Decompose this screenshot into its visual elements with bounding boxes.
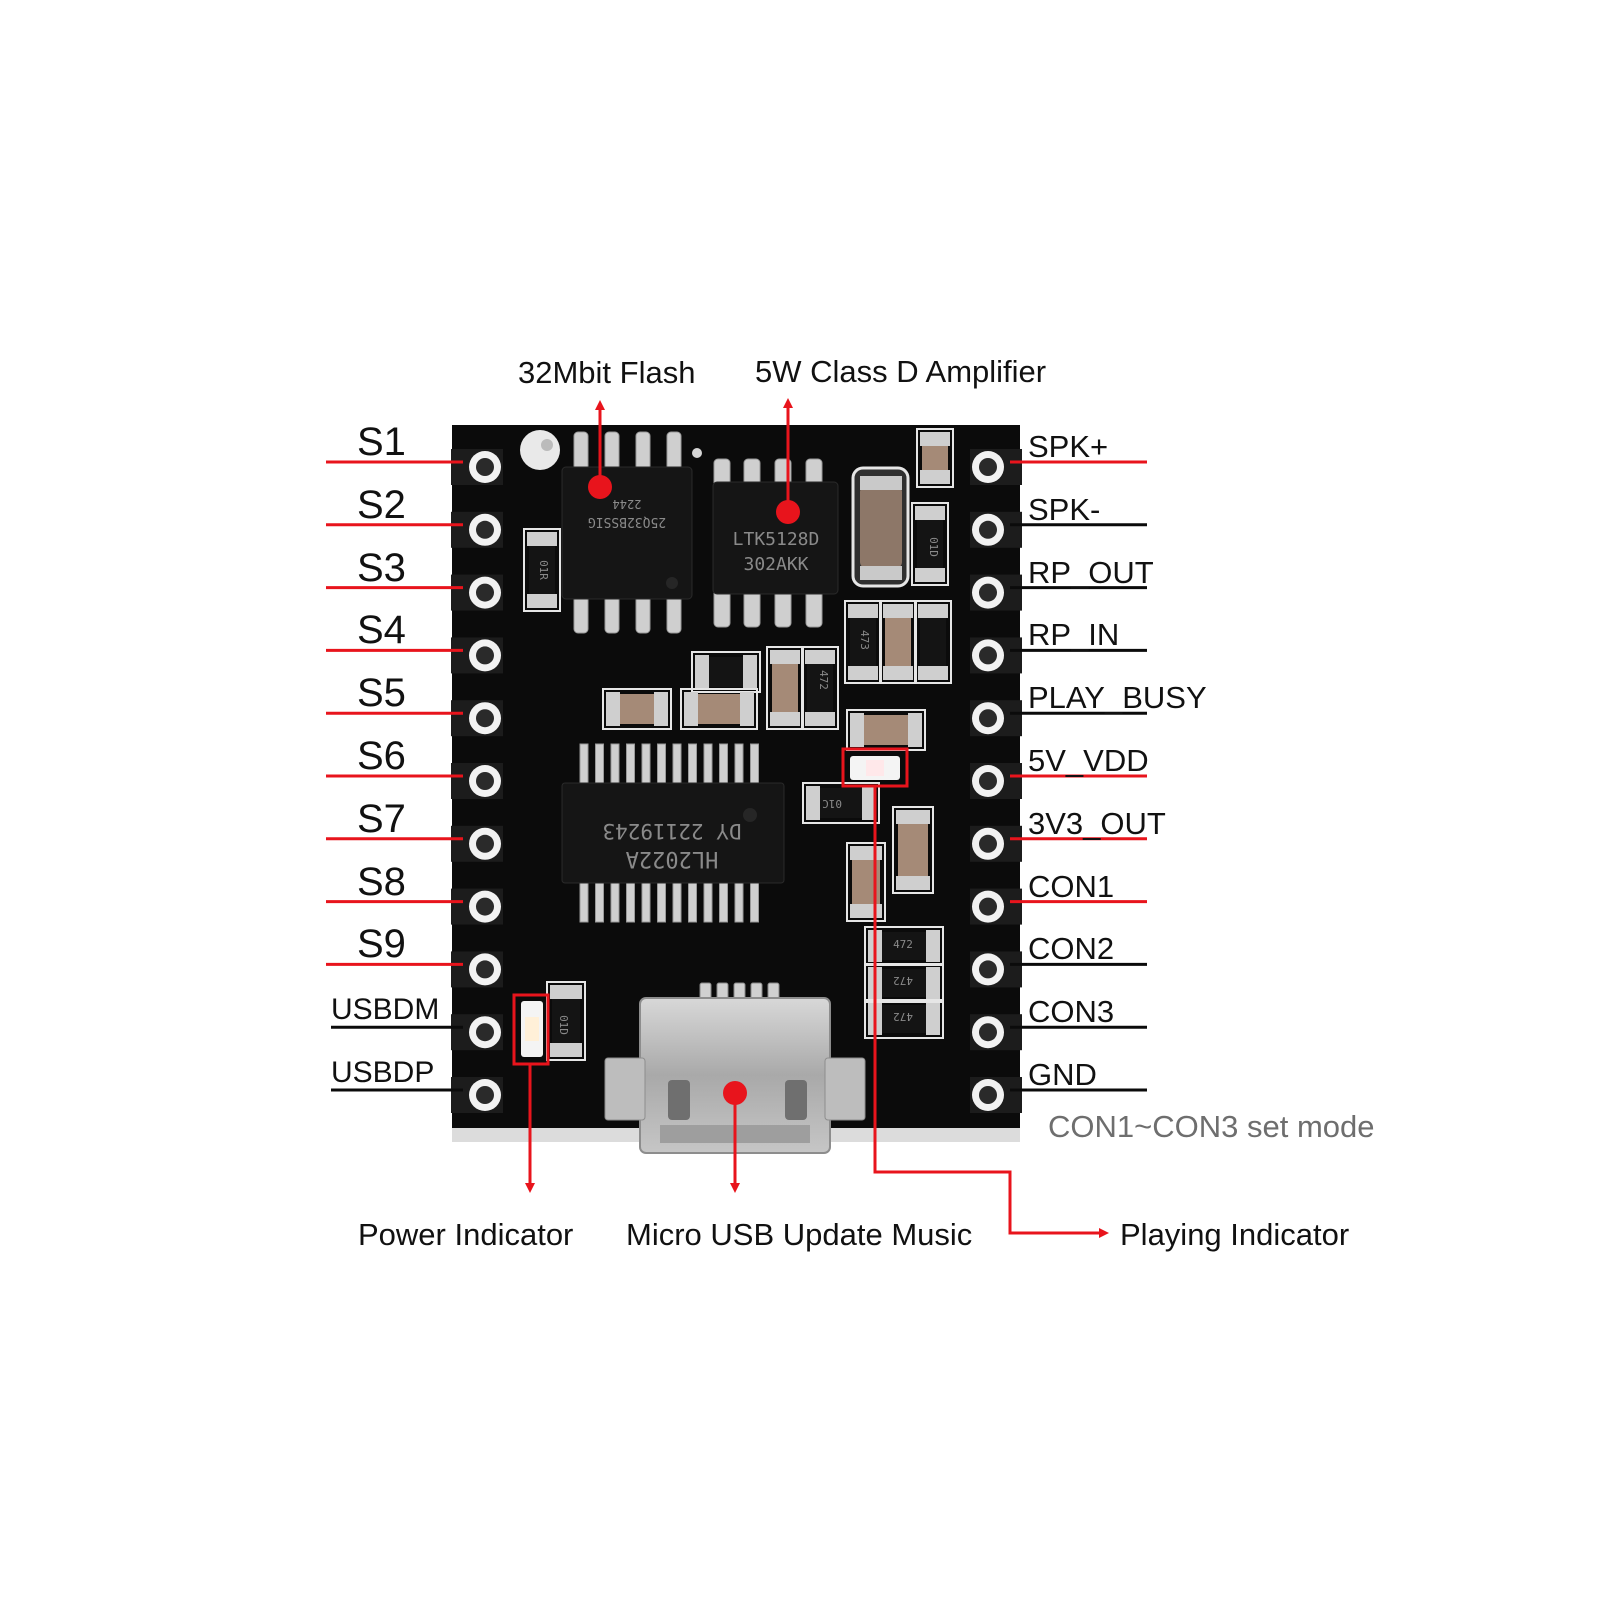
playing-led [850, 756, 900, 780]
playing-indicator-arrow [873, 786, 1109, 1238]
left-pin-pads [451, 449, 503, 1113]
passive-7 [691, 651, 761, 693]
large-capacitor [851, 466, 910, 588]
passive-1 [523, 528, 561, 612]
left-pin-label-7: S7 [357, 796, 406, 841]
resistor-r4-label: 01C [822, 797, 842, 810]
power-led [521, 1001, 543, 1057]
resistor-r8-label: 472 [893, 1010, 913, 1023]
left-pin-label-3: S3 [357, 545, 406, 590]
passive-2 [916, 428, 954, 488]
left-pin-label-6: S6 [357, 734, 406, 778]
left-pin-label-5: S5 [357, 671, 406, 716]
mode-note: CON1~CON3 set mode [1048, 1109, 1375, 1144]
mounting-hole [520, 430, 560, 470]
right-pin-label-5: PLAY_BUSY [1028, 680, 1207, 716]
main-ic-marking-2: HL2022A [626, 846, 719, 871]
resistor-r6-label: 472 [893, 938, 913, 951]
right-pin-lines [1010, 460, 1147, 1092]
resistor-r3-label: 01D [927, 537, 940, 557]
micro-usb-connector [604, 982, 866, 1154]
passive-components [523, 428, 954, 1061]
resistor-r5-label: 473 [858, 630, 871, 650]
power-indicator-label: Power Indicator [358, 1217, 574, 1252]
usb-label: Micro USB Update Music [626, 1217, 973, 1252]
passive-3 [911, 502, 949, 586]
right-pin-pads [970, 449, 1022, 1113]
flash-chip-marking-2: 2244 [613, 497, 642, 511]
right-pin-label-10: CON3 [1028, 994, 1115, 1030]
amp-chip-marking-1: LTK5128D [733, 529, 820, 550]
flash-chip-marking-1: 25Q32BSSIG [588, 514, 666, 529]
resistor-r9-label: 01D [557, 1015, 570, 1035]
left-pin-label-9: S9 [357, 922, 406, 967]
left-pin-label-1: S1 [357, 420, 406, 464]
flash-chip: 25Q32BSSIG 2244 [561, 431, 693, 634]
passive-11 [680, 688, 758, 730]
resistor-r2-label: 472 [817, 670, 830, 690]
right-pin-label-9: CON2 [1028, 931, 1115, 967]
resistor-r1-label: 01R [537, 560, 550, 580]
right-pin-label-6: 5V_VDD [1028, 743, 1149, 778]
playing-indicator-label: Playing Indicator [1120, 1217, 1350, 1252]
right-pin-label-11: GND [1028, 1057, 1097, 1092]
right-pin-label-4: RP_IN [1028, 617, 1120, 653]
passive-9 [801, 646, 839, 730]
main-ic-marking-1: DY 22119243 [602, 819, 741, 843]
callout-arrows [525, 398, 1109, 1238]
right-pin-label-8: CON1 [1028, 868, 1115, 904]
passive-13 [802, 782, 880, 824]
passive-18 [864, 963, 944, 1003]
amp-chip-marking-2: 302AKK [743, 554, 808, 575]
passive-15 [846, 842, 886, 922]
left-pin-lines [326, 460, 463, 1092]
main-ic: DY 22119243 HL2022A [561, 743, 785, 923]
passive-10 [602, 688, 672, 730]
left-pin-label-2: S2 [357, 482, 406, 527]
right-pin-label-3: RP_OUT [1028, 554, 1154, 590]
passive-6 [914, 600, 952, 684]
passive-14 [892, 806, 934, 894]
right-pin-label-7: 3V3_OUT [1028, 805, 1166, 841]
right-pin-label-2: SPK- [1028, 491, 1101, 527]
left-pin-label-10: USBDM [331, 993, 440, 1027]
left-pin-label-11: USBDP [331, 1056, 435, 1089]
amplifier-chip: LTK5128D 302AKK [712, 458, 839, 628]
resistor-r7-label: 472 [893, 974, 913, 987]
amplifier-label: 5W Class D Amplifier [755, 354, 1047, 389]
left-pin-label-8: S8 [357, 859, 406, 904]
passive-19 [864, 999, 944, 1039]
flash-label: 32Mbit Flash [518, 355, 696, 390]
left-pin-label-4: S4 [357, 608, 406, 653]
right-pin-label-1: SPK+ [1028, 429, 1109, 464]
